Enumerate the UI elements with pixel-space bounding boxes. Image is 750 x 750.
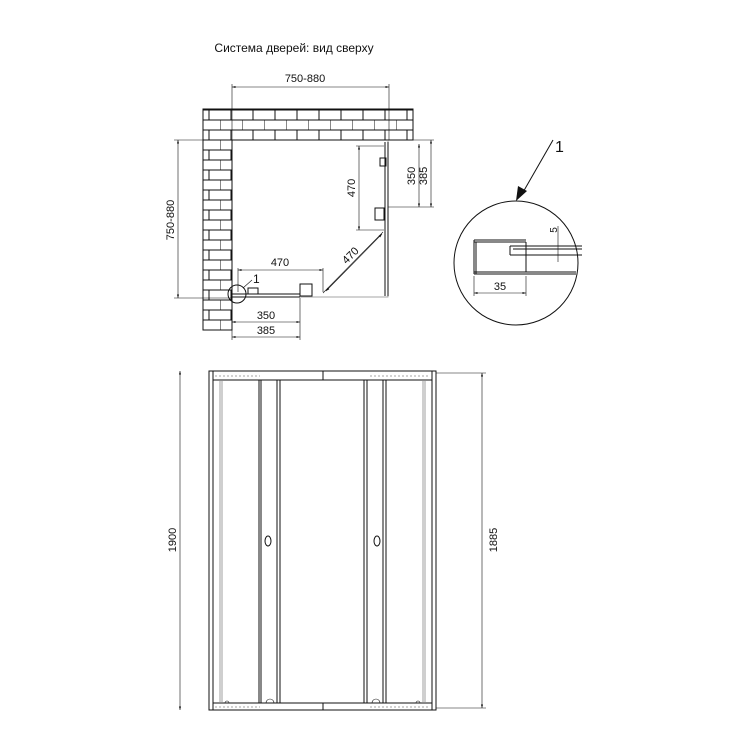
brick-wall-top	[202, 108, 414, 141]
height-total-label: 1900	[167, 528, 179, 552]
diagonal-label: 470	[340, 245, 361, 266]
top-view: 750-880 750-880 470 350 385 470 350 385 …	[165, 73, 434, 340]
right-350-label: 350	[406, 167, 418, 185]
dim-5-label: 5	[549, 227, 560, 233]
dim-35-label: 35	[494, 281, 506, 293]
door-handle-right	[373, 535, 381, 547]
detail-callout-circle	[227, 284, 247, 304]
door-handle-left	[264, 535, 272, 547]
door-length-bottom-label: 470	[271, 257, 289, 269]
width-range-label: 750-880	[285, 73, 325, 85]
height-inner-label: 1885	[488, 528, 500, 552]
bottom-350-label: 350	[257, 310, 275, 322]
drawing-title: Система дверей: вид сверху	[214, 41, 373, 55]
door-length-side-label: 470	[346, 179, 358, 197]
front-view: 1900 1885	[167, 370, 500, 711]
callout-label: 1	[253, 272, 260, 286]
brick-wall-left	[202, 139, 233, 331]
right-385-label: 385	[418, 167, 430, 185]
depth-range-label: 750-880	[165, 200, 177, 240]
bottom-385-label: 385	[257, 325, 275, 337]
detail-view: 1 35 5	[453, 139, 582, 326]
detail-callout-label: 1	[555, 139, 564, 156]
